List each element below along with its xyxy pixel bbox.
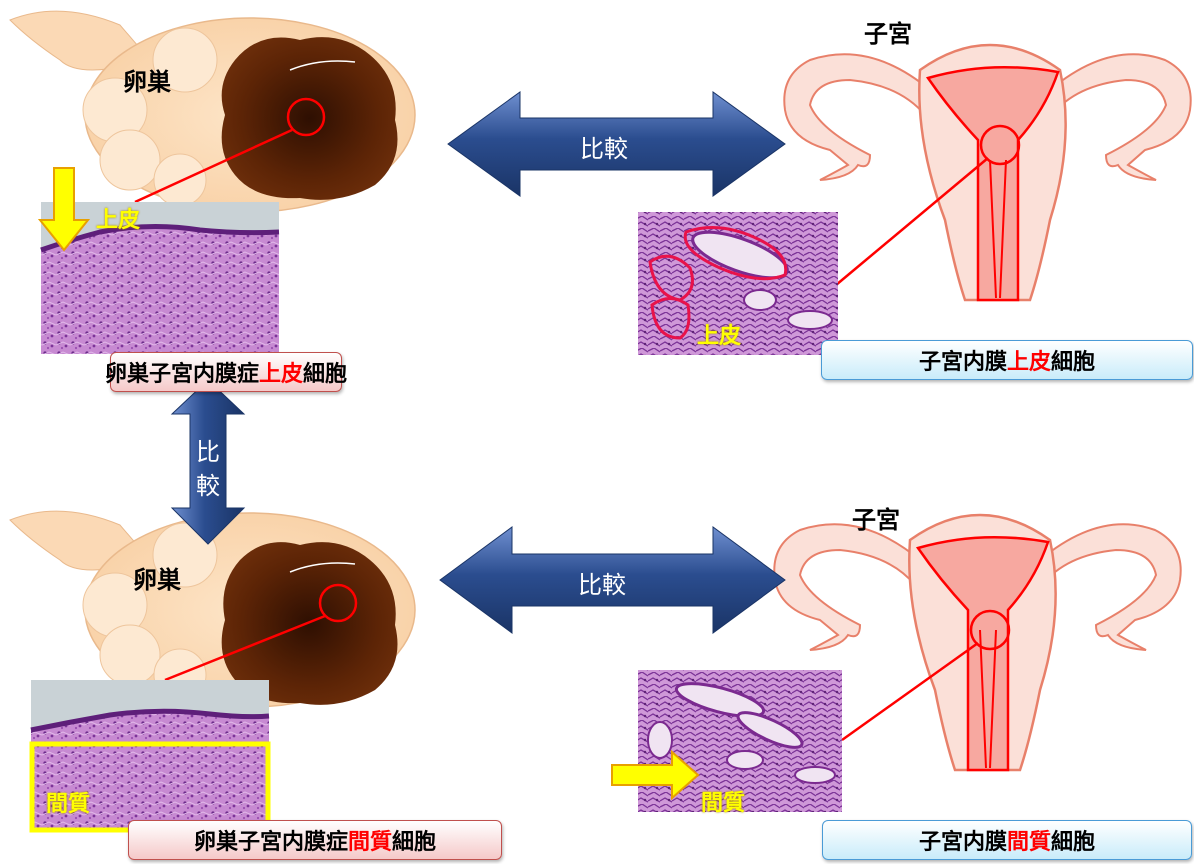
- caption-text-pre: 子宮内膜: [919, 824, 1007, 856]
- epithelium-label-top-left: 上皮: [96, 202, 140, 234]
- caption-text-pre: 卵巣子宮内膜症: [194, 824, 348, 856]
- caption-text-post: 細胞: [303, 356, 347, 388]
- caption-endometrium-stroma: 子宮内膜間質細胞: [822, 820, 1192, 860]
- stroma-label-bottom-right: 間質: [701, 785, 745, 817]
- caption-ovarian-endometriosis-stroma: 卵巣子宮内膜症間質細胞: [128, 820, 502, 860]
- compare-label-vertical-1: 比: [196, 432, 220, 467]
- ovary-label-top: 卵巣: [123, 62, 171, 97]
- caption-text-highlight: 上皮: [1007, 344, 1051, 376]
- ovary-bottom-left: [10, 511, 415, 707]
- uterus-label-bottom: 子宮: [852, 500, 900, 535]
- uterus-label-top: 子宮: [864, 14, 912, 49]
- stroma-label-bottom-left: 間質: [46, 786, 90, 818]
- uterus-top-right: [784, 45, 1190, 300]
- compare-label-top: 比較: [580, 129, 628, 164]
- caption-text-post: 細胞: [1051, 344, 1095, 376]
- ovary-label-bottom: 卵巣: [133, 560, 181, 595]
- compare-label-bottom: 比較: [578, 565, 626, 600]
- epithelium-label-top-right: 上皮: [697, 318, 741, 350]
- caption-text-highlight: 間質: [1007, 824, 1051, 856]
- caption-text-highlight: 間質: [348, 824, 392, 856]
- caption-ovarian-endometriosis-epithelium: 卵巣子宮内膜症上皮細胞: [110, 352, 342, 392]
- caption-text-highlight: 上皮: [259, 356, 303, 388]
- caption-text-pre: 子宮内膜: [919, 344, 1007, 376]
- caption-text-post: 細胞: [392, 824, 436, 856]
- caption-text-post: 細胞: [1051, 824, 1095, 856]
- caption-endometrium-epithelium: 子宮内膜上皮細胞: [821, 340, 1193, 380]
- compare-label-vertical-2: 較: [196, 466, 220, 501]
- caption-text-pre: 卵巣子宮内膜症: [105, 356, 259, 388]
